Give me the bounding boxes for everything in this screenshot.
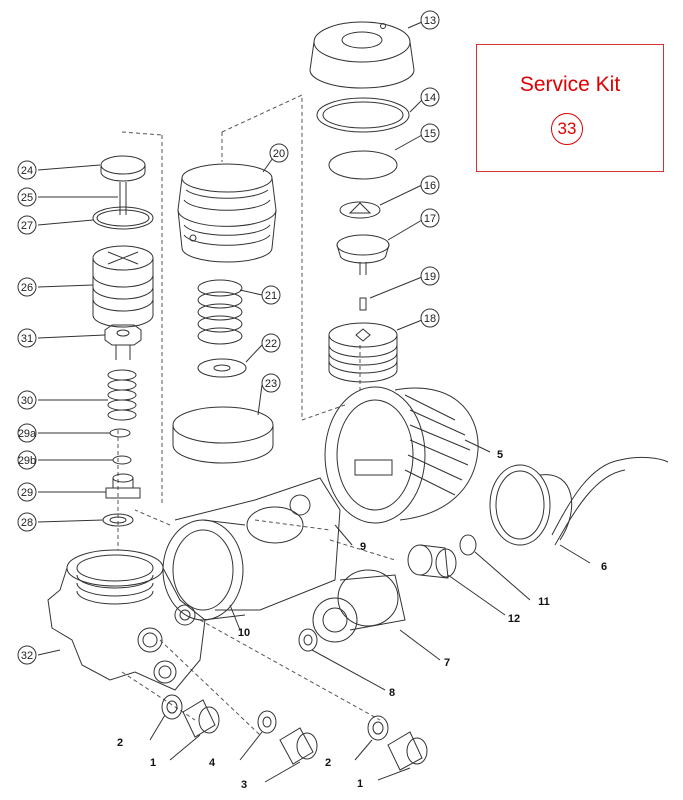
callout-12: 12 xyxy=(508,613,520,625)
part-27-ring xyxy=(92,206,154,230)
part-10-sleeve xyxy=(162,519,246,621)
part-1-plug-right xyxy=(387,731,428,771)
service-kit-title: Service Kit xyxy=(519,73,621,96)
callout-29b: 29b xyxy=(18,455,36,467)
callout-26: 26 xyxy=(21,282,33,294)
part-4-washer xyxy=(257,710,277,734)
callout-10: 10 xyxy=(238,627,250,639)
part-30-spring xyxy=(107,369,137,421)
part-23-diaphragm xyxy=(172,406,274,464)
service-kit-panel: Service Kit 33 xyxy=(476,44,664,172)
callout-1-left: 1 xyxy=(150,757,156,769)
part-22-washer xyxy=(197,358,247,378)
callout-4: 4 xyxy=(209,757,216,769)
callout-25: 25 xyxy=(21,192,33,204)
callout-9: 9 xyxy=(360,541,366,553)
part-26-piston xyxy=(92,245,154,328)
callout-20: 20 xyxy=(273,148,285,160)
part-25-pin xyxy=(119,182,127,215)
part-2-washer-left xyxy=(161,694,183,720)
part-20-body xyxy=(177,163,277,263)
part-14-ring xyxy=(316,97,410,133)
callout-1-right: 1 xyxy=(357,778,363,790)
part-3-plug xyxy=(279,727,318,765)
part-13-cap xyxy=(309,21,415,89)
part-6-dust-cap xyxy=(489,456,669,546)
callout-21: 21 xyxy=(265,290,277,302)
callout-31: 31 xyxy=(21,333,33,345)
callout-16: 16 xyxy=(424,180,436,192)
part-18-plug xyxy=(328,322,398,383)
callout-14: 14 xyxy=(424,92,436,104)
callout-3: 3 xyxy=(241,779,247,791)
callout-6: 6 xyxy=(601,561,607,573)
part-1-plug-left xyxy=(182,699,220,738)
part-32-main-body xyxy=(47,549,206,691)
callout-2-right: 2 xyxy=(325,757,331,769)
part-31-nut xyxy=(104,324,142,360)
part-21-spring xyxy=(197,279,243,345)
part-17-diaphragm xyxy=(336,234,390,275)
part-8-washer xyxy=(298,628,318,652)
assembly-guide-lines xyxy=(117,94,396,736)
part-16-seat xyxy=(339,201,381,219)
callout-8: 8 xyxy=(389,687,395,699)
callout-2-left: 2 xyxy=(117,737,123,749)
part-9-housing xyxy=(174,477,341,611)
callout-29a: 29a xyxy=(18,428,37,440)
callout-18: 18 xyxy=(424,313,436,325)
service-kit-number-badge: 33 xyxy=(551,113,583,145)
part-29-fitting xyxy=(105,473,141,499)
callout-24: 24 xyxy=(21,165,33,177)
callout-7: 7 xyxy=(444,657,450,669)
callout-27: 27 xyxy=(21,220,33,232)
part-29b-ring xyxy=(112,455,132,465)
callout-30: 30 xyxy=(21,395,33,407)
callout-29: 29 xyxy=(21,487,33,499)
callout-19: 19 xyxy=(424,271,436,283)
callout-13: 13 xyxy=(424,15,436,27)
part-15-disc xyxy=(328,150,398,180)
callout-labels: 13 14 15 16 17 19 18 20 21 22 23 24 25 2… xyxy=(18,15,607,791)
part-12-filter xyxy=(407,544,457,579)
callout-5: 5 xyxy=(497,449,503,461)
callout-28: 28 xyxy=(21,517,33,529)
callout-15: 15 xyxy=(424,128,436,140)
part-24-disc xyxy=(100,155,146,182)
part-29a-ring xyxy=(109,428,131,438)
callout-22: 22 xyxy=(265,338,277,350)
part-2-washer-right xyxy=(367,715,389,741)
leader-lines xyxy=(37,21,591,783)
part-11-ring xyxy=(459,534,477,556)
callout-markers xyxy=(17,10,440,665)
callout-11: 11 xyxy=(538,596,550,608)
callout-32: 32 xyxy=(21,650,33,662)
callout-23: 23 xyxy=(265,378,277,390)
part-19-screw xyxy=(359,297,367,311)
callout-17: 17 xyxy=(424,213,436,225)
part-7-connector xyxy=(312,569,406,643)
part-5-cone xyxy=(324,386,479,524)
